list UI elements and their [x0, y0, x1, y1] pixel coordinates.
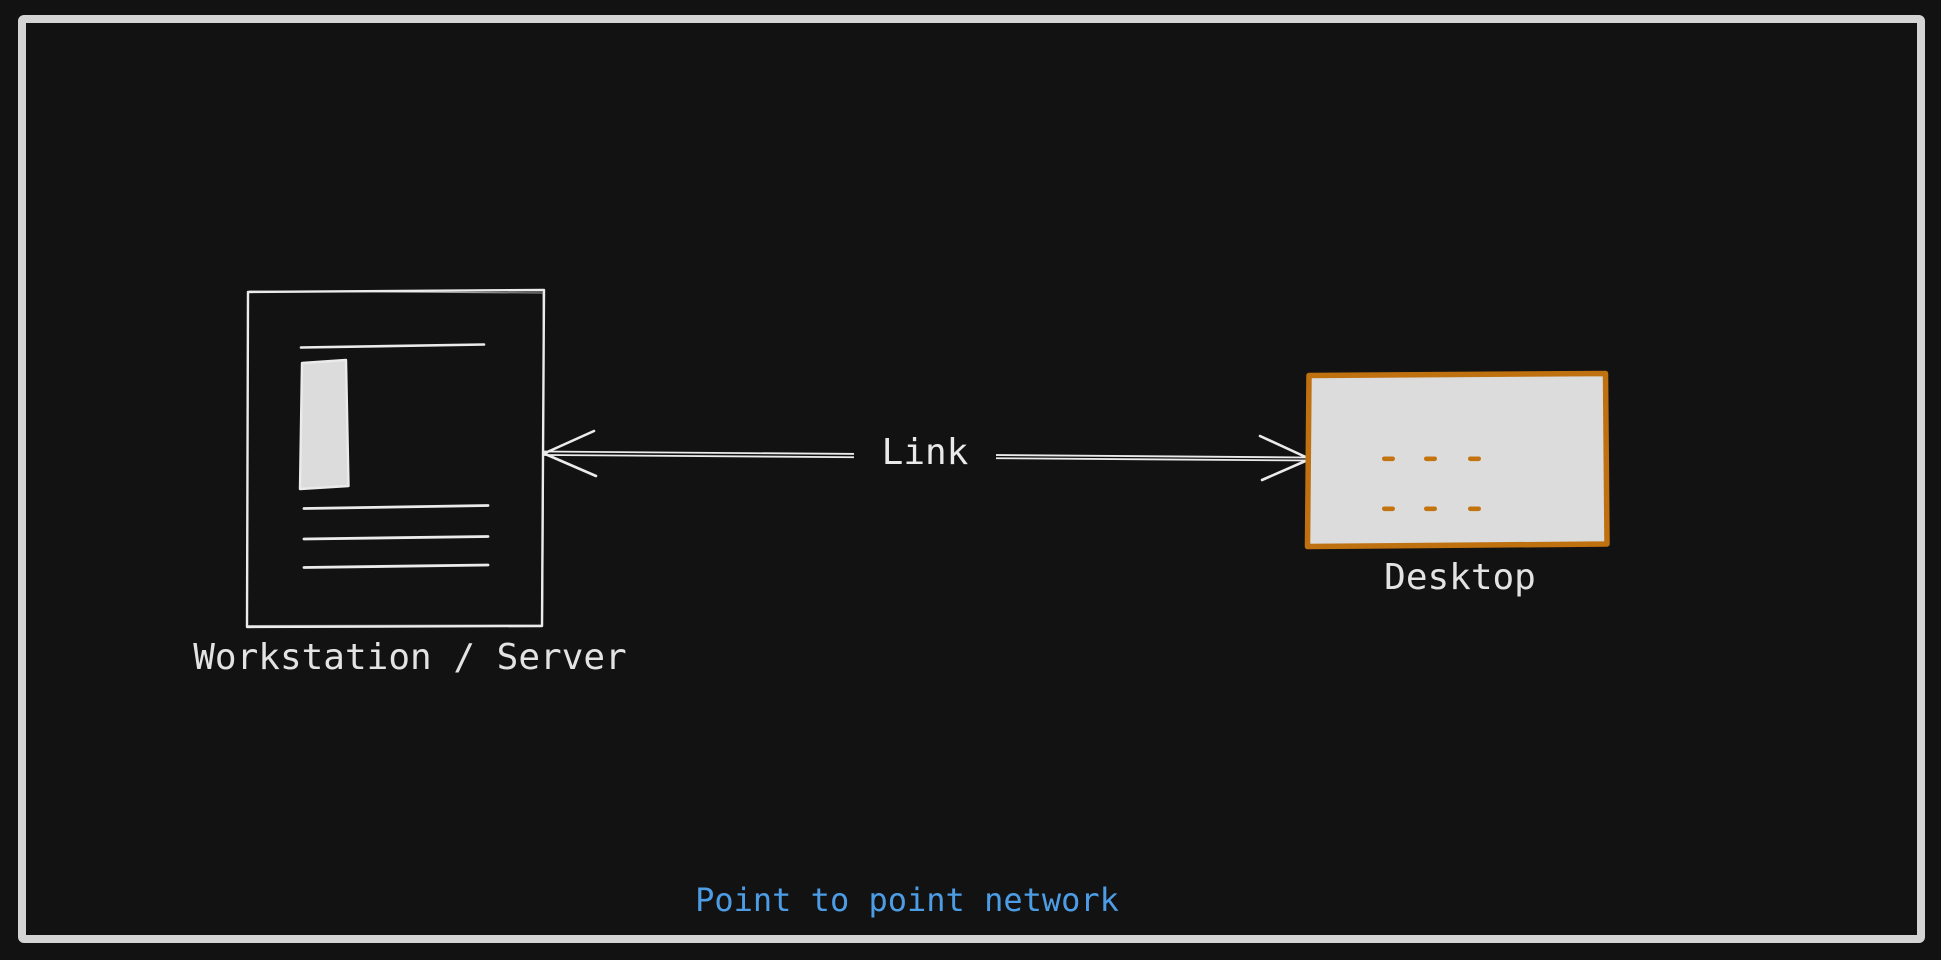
desktop-dashes	[1382, 456, 1481, 512]
workstation-node[interactable]	[240, 283, 552, 635]
desktop-node[interactable]	[1302, 368, 1616, 554]
dash-5	[1424, 506, 1437, 512]
dash-2	[1424, 456, 1437, 462]
desktop-screen-rect	[1304, 370, 1610, 550]
dash-4	[1382, 506, 1395, 512]
workstation-outline	[245, 288, 546, 629]
server-icon	[245, 288, 546, 629]
server-detail-line-1	[302, 504, 490, 510]
desktop-icon	[1304, 370, 1610, 550]
server-detail-line-3	[302, 563, 490, 569]
arrowhead-left	[542, 429, 598, 478]
link-label[interactable]: Link	[854, 431, 996, 475]
server-detail-line-2	[302, 535, 490, 541]
arrowhead-right	[1258, 434, 1312, 482]
dash-3	[1468, 456, 1481, 462]
canvas-frame-rectangle[interactable]	[18, 15, 1925, 943]
dash-1	[1382, 456, 1395, 462]
diagram-title: Point to point network	[695, 881, 1119, 919]
workstation-label[interactable]: Workstation / Server	[193, 637, 627, 678]
server-top-line	[299, 343, 486, 349]
desktop-label[interactable]: Desktop	[1384, 557, 1536, 598]
dash-6	[1468, 506, 1481, 512]
workstation-outline-sketch-pass	[247, 290, 544, 627]
server-tower-rect	[298, 358, 350, 491]
